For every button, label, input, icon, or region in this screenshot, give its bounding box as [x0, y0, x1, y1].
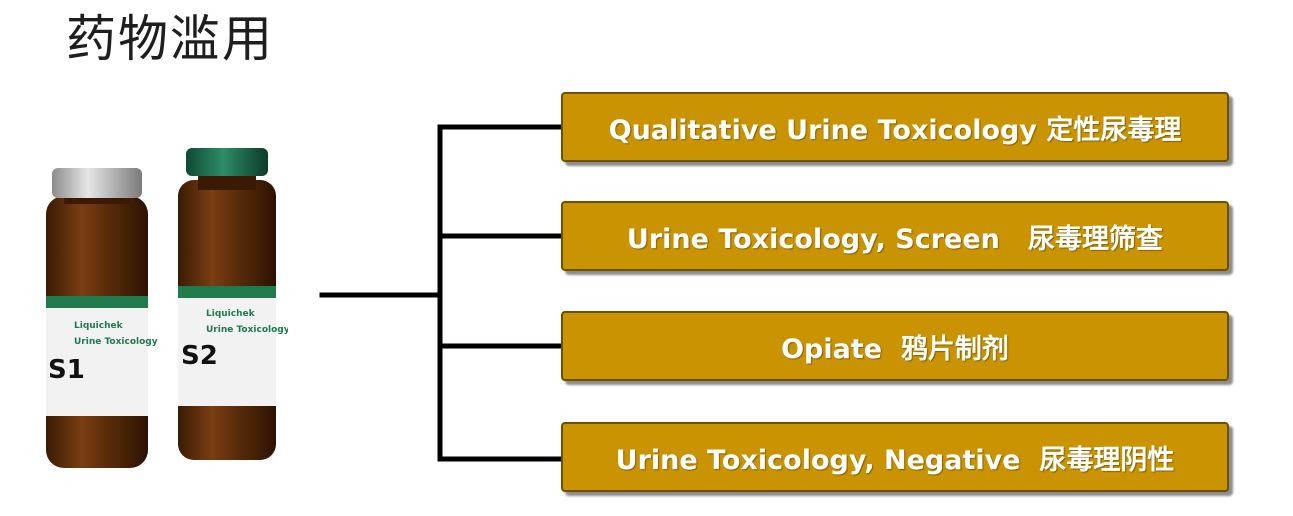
vial-s1-name: Urine Toxicology [74, 337, 158, 347]
vial-s1-brand: Liquichek [74, 321, 124, 331]
page-title: 药物滥用 [66, 10, 274, 68]
category-label: Qualitative Urine Toxicology 定性尿毒理 [608, 114, 1182, 146]
vial-s2-brand: Liquichek [206, 309, 256, 319]
category-box-negative: Urine Toxicology, Negative 尿毒理阴性 [561, 422, 1229, 492]
product-vials-image: Liquichek Urine Toxicology S2 Liquichek … [46, 148, 288, 468]
category-label: Urine Toxicology, Negative 尿毒理阴性 [615, 444, 1175, 476]
category-box-screen: Urine Toxicology, Screen 尿毒理筛查 [561, 201, 1229, 271]
vial-s2: Liquichek Urine Toxicology S2 [178, 148, 288, 460]
category-label: Opiate 鸦片制剂 [781, 333, 1009, 365]
category-box-qualitative: Qualitative Urine Toxicology 定性尿毒理 [561, 92, 1229, 162]
vial-s2-code: S2 [181, 341, 218, 371]
vial-s1-code: S1 [48, 355, 85, 385]
category-box-opiate: Opiate 鸦片制剂 [561, 311, 1229, 381]
vial-s1: Liquichek Urine Toxicology S1 [46, 168, 158, 468]
category-label: Urine Toxicology, Screen 尿毒理筛查 [626, 223, 1164, 255]
vial-s2-name: Urine Toxicology [206, 325, 288, 335]
